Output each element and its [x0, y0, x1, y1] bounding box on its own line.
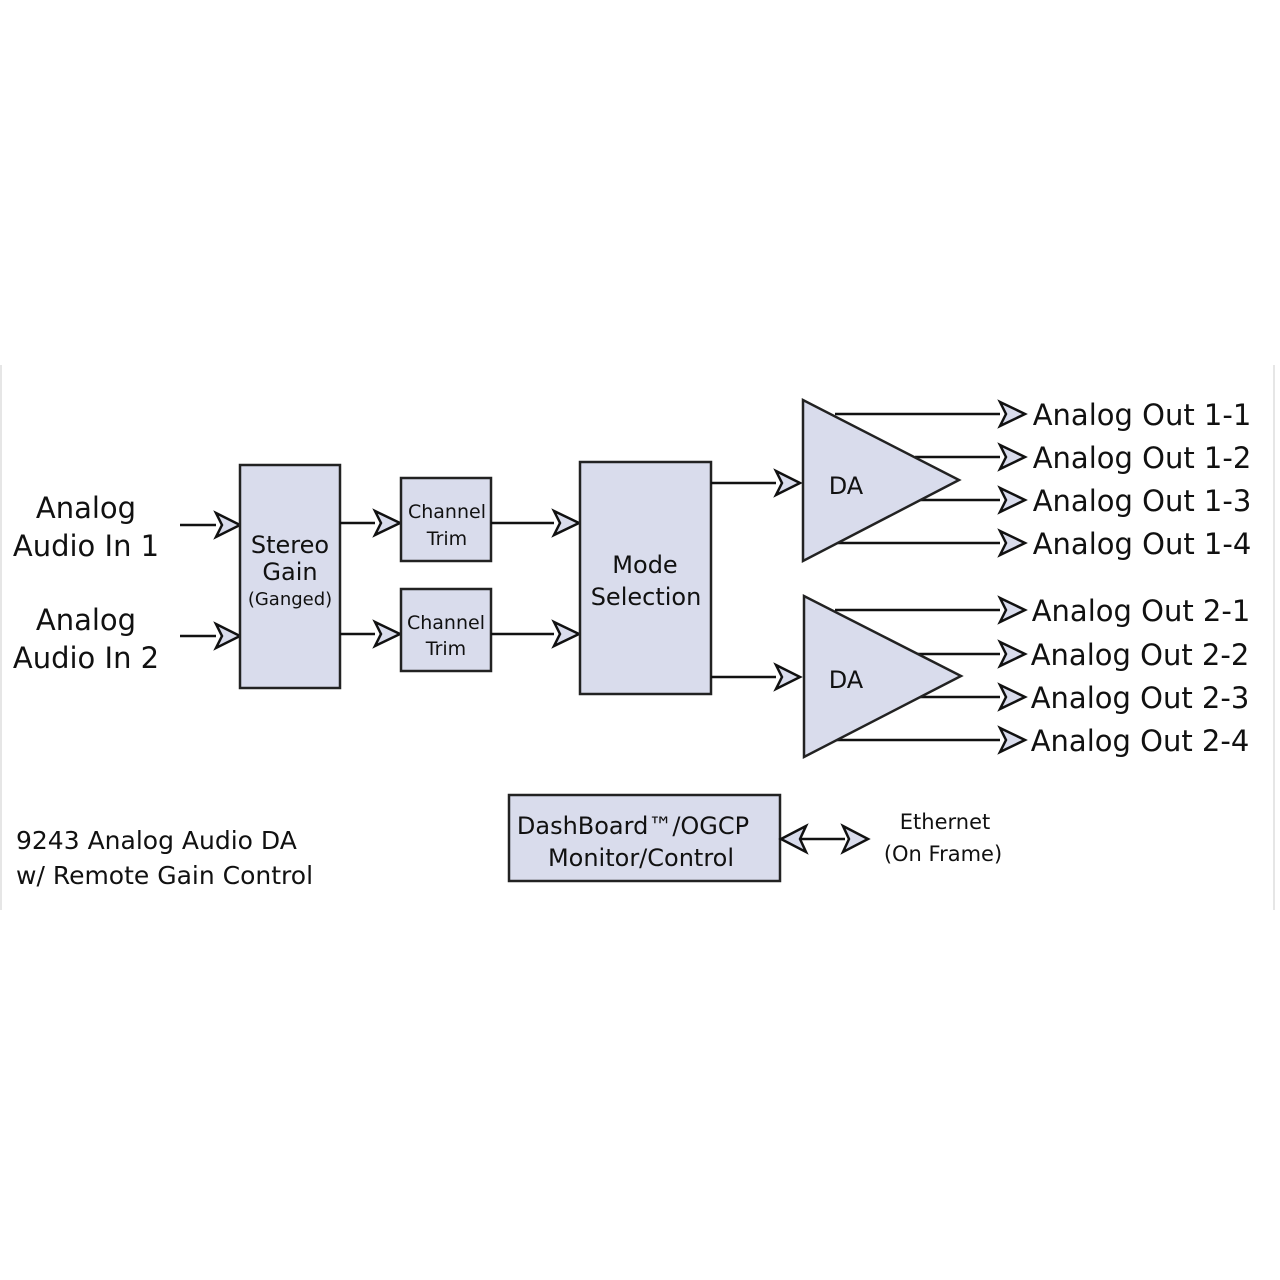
ethernet-bidirectional-arrow	[778, 823, 871, 855]
input-2-label-line2: Audio In 2	[13, 641, 159, 675]
da-2-label: DA	[829, 666, 864, 694]
ethernet-label-line2: (On Frame)	[884, 842, 1002, 866]
output-1-2-label: Analog Out 1-2	[1033, 441, 1252, 475]
da-1-label: DA	[829, 472, 864, 500]
da-1-output-lines	[835, 399, 1028, 558]
mode-selection-block: Mode Selection	[578, 460, 713, 696]
output-1-4-label: Analog Out 1-4	[1033, 527, 1252, 561]
control-block: DashBoard™/OGCP Monitor/Control	[507, 793, 782, 883]
input-1-label-line2: Audio In 1	[13, 529, 159, 563]
stereo-gain-block: Stereo Gain (Ganged)	[238, 463, 342, 690]
mode-selection-line1: Mode	[612, 551, 677, 579]
da-1-amplifier: DA	[801, 397, 962, 564]
channel-trim-2-block: Channel Trim	[399, 587, 493, 673]
output-2-1-label: Analog Out 2-1	[1032, 594, 1251, 628]
caption-line2: w/ Remote Gain Control	[16, 861, 313, 890]
output-1-1-label: Analog Out 1-1	[1033, 398, 1252, 432]
da-2-amplifier: DA	[802, 593, 964, 760]
control-line2: Monitor/Control	[548, 844, 734, 872]
channel-trim-2-line2: Trim	[425, 638, 466, 660]
trim-1-to-mode-arrow	[491, 508, 582, 538]
input-2-arrow	[180, 621, 243, 651]
output-2-2-label: Analog Out 2-2	[1031, 638, 1250, 672]
mode-to-da-2-arrow	[711, 662, 803, 692]
mode-selection-line2: Selection	[591, 583, 702, 611]
da-2-output-lines	[835, 595, 1028, 755]
input-1-arrow	[180, 510, 243, 540]
output-2-4-label: Analog Out 2-4	[1031, 724, 1250, 758]
channel-trim-2-line1: Channel	[407, 612, 485, 634]
gain-to-trim-2-arrow	[340, 619, 403, 649]
ethernet-label-line1: Ethernet	[900, 810, 990, 834]
channel-trim-1-line1: Channel	[408, 501, 486, 523]
control-line1: DashBoard™/OGCP	[517, 812, 749, 840]
trim-2-to-mode-arrow	[491, 619, 582, 649]
output-1-3-label: Analog Out 1-3	[1033, 484, 1252, 518]
stereo-gain-line1: Stereo	[251, 531, 329, 559]
input-1-label-line1: Analog	[36, 491, 136, 525]
caption-line1: 9243 Analog Audio DA	[16, 826, 297, 855]
input-2-label-line1: Analog	[36, 603, 136, 637]
channel-trim-1-block: Channel Trim	[399, 476, 493, 563]
stereo-gain-line2: Gain	[262, 558, 317, 586]
gain-to-trim-1-arrow	[340, 508, 403, 538]
channel-trim-1-line2: Trim	[426, 528, 467, 550]
mode-to-da-1-arrow	[711, 468, 803, 498]
output-2-3-label: Analog Out 2-3	[1031, 681, 1250, 715]
stereo-gain-line3: (Ganged)	[248, 589, 332, 610]
